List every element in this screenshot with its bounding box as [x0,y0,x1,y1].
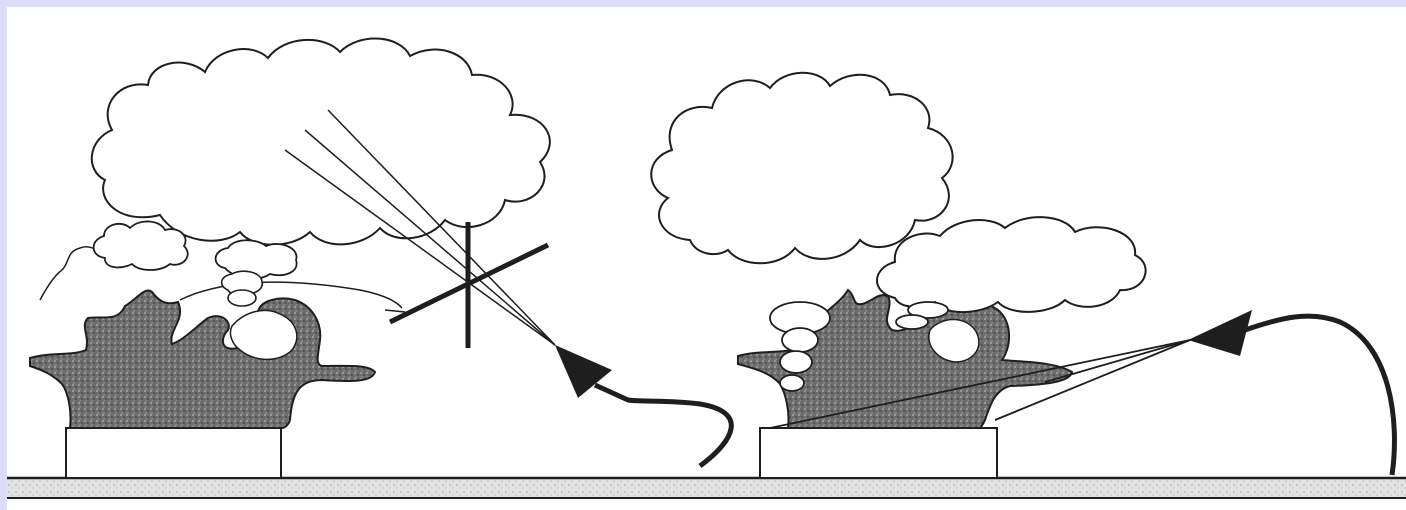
left-small-cloud-1 [92,220,189,271]
right-puff-3 [779,350,813,374]
left-smoke-wisp-2 [179,281,406,313]
left-ray-lines [284,109,556,346]
right-base-block [759,427,998,479]
left-block-cross [388,222,550,348]
right-puff-6 [895,314,929,330]
left-small-cloud-2 [214,239,298,280]
right-small-puffs [769,301,949,392]
diagram-frame [7,7,1406,510]
right-arrowhead [1188,310,1252,356]
right-plume-hole [928,318,980,363]
left-arrowhead [555,345,612,398]
right-ray-lines [769,339,1191,429]
left-large-cloud [90,37,551,246]
left-curved-arrow [555,345,734,469]
right-scene [650,71,1397,479]
left-small-puff [227,289,257,307]
right-large-cloud [650,71,954,265]
right-puff-5 [907,301,949,319]
ground [7,476,1406,499]
left-scene [29,37,734,479]
right-arcing-arrow [1188,310,1397,476]
left-dark-plume [29,289,377,429]
left-base-block [65,427,282,479]
diagram-canvas [7,37,1406,499]
right-puff-2 [781,327,819,353]
right-puff-4 [779,374,805,392]
left-plume-hole [229,309,298,361]
right-medium-cloud [876,216,1147,314]
